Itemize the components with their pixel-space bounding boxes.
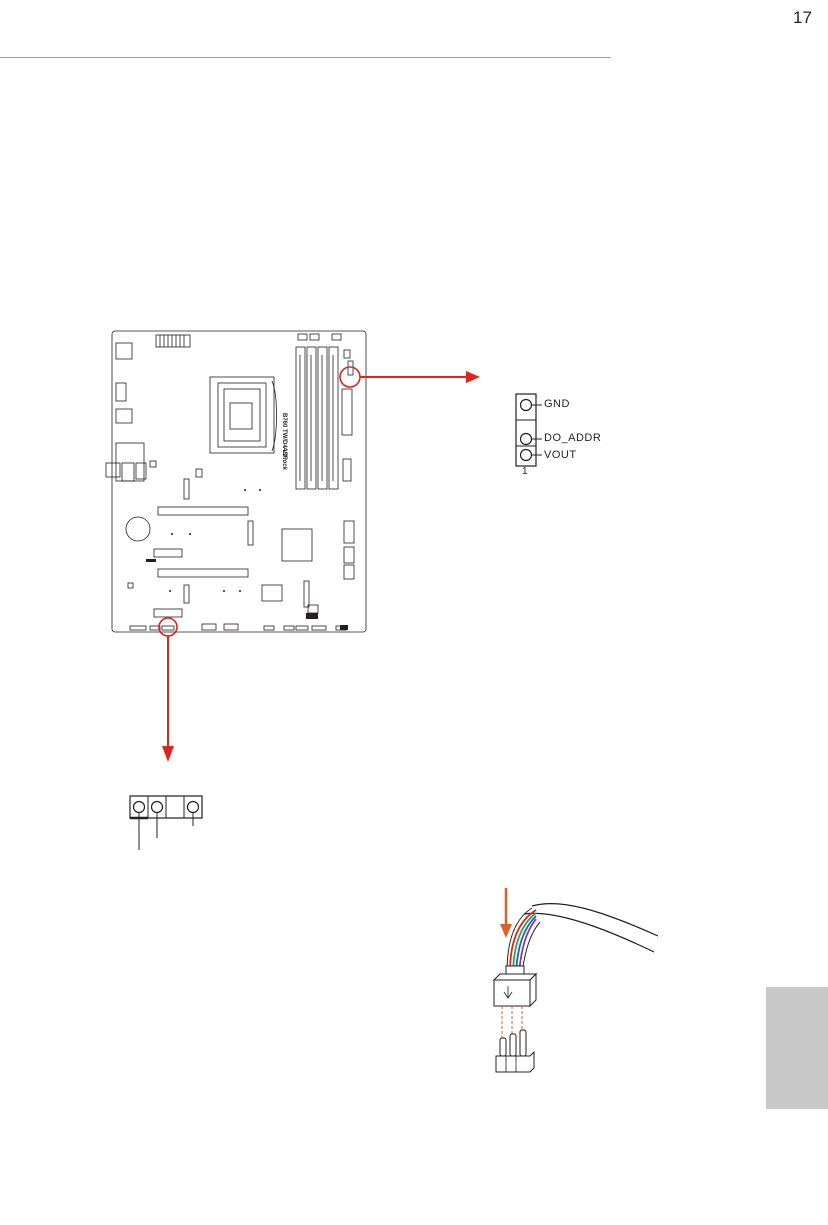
pin-label-vout: VOUT xyxy=(544,449,577,461)
bottom-pin-1 xyxy=(134,802,145,813)
bottom-pin-4 xyxy=(188,802,199,813)
pin-label-gnd: GND xyxy=(544,398,570,410)
pin-gnd xyxy=(521,400,532,411)
bottom-header-pinout xyxy=(126,794,206,854)
pin-vout xyxy=(521,450,532,461)
pin-do-addr xyxy=(521,434,532,445)
pin-label-do-addr: DO_ADDR xyxy=(544,432,601,444)
pin1-marker: 1 xyxy=(522,466,528,477)
bottom-pin-2 xyxy=(152,802,163,813)
right-arrow-head xyxy=(466,371,480,383)
callout-arrows xyxy=(0,0,828,800)
insert-arrow-head xyxy=(500,924,512,938)
cable-connection-illustration xyxy=(480,880,670,1080)
down-arrow-head xyxy=(162,746,174,762)
language-side-tab xyxy=(766,987,828,1109)
